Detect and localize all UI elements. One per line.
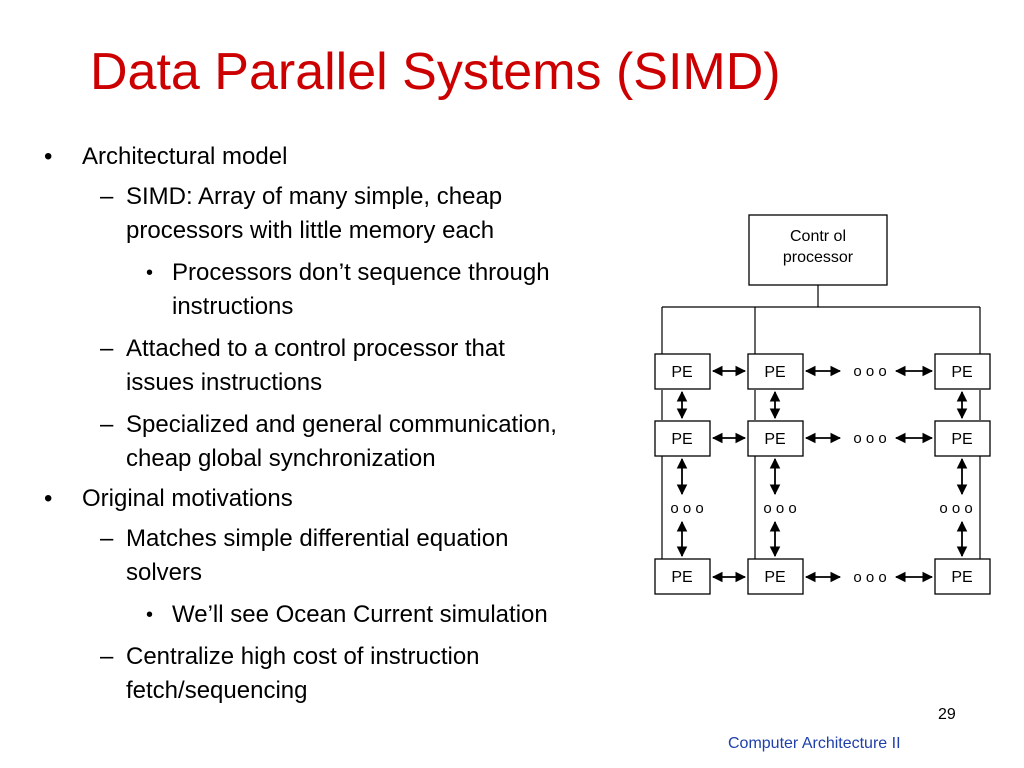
ellipsis: o o o xyxy=(853,430,886,447)
ellipsis: o o o xyxy=(853,569,886,586)
bullet-text: Centralize high cost of instruction xyxy=(126,643,480,670)
bullet-text: Original motivations xyxy=(82,485,293,512)
ellipsis: o o o xyxy=(853,363,886,380)
bullet-text: cheap global synchronization xyxy=(126,445,436,472)
ellipsis: o o o xyxy=(763,500,796,517)
pe-label: PE xyxy=(951,569,972,586)
pe-label: PE xyxy=(951,431,972,448)
pe-box xyxy=(934,353,991,390)
bullet-text: processors with little memory each xyxy=(126,217,495,244)
ellipsis: o o o xyxy=(670,500,703,517)
pe-box xyxy=(654,353,711,390)
control-processor-box: Contr ol processor xyxy=(748,214,888,286)
pe-label: PE xyxy=(764,569,785,586)
control-bus xyxy=(661,285,981,559)
bullet-marker: • xyxy=(146,604,154,626)
bullet-text: Attached to a control processor that xyxy=(126,335,505,362)
bullet-marker: • xyxy=(44,143,53,170)
bullet-text: Matches simple differential equation xyxy=(126,525,509,552)
control-label-line1: Contr ol xyxy=(790,228,846,245)
control-label-line2: processor xyxy=(783,249,854,266)
bullet-marker: – xyxy=(100,525,114,552)
page-number: 29 xyxy=(938,706,956,723)
vertical-links xyxy=(676,390,968,558)
pe-label: PE xyxy=(671,569,692,586)
pe-box xyxy=(747,353,804,390)
bullet-marker: – xyxy=(100,643,114,670)
pe-box xyxy=(934,420,991,457)
course-name: Computer Architecture II xyxy=(728,735,901,752)
bullet-text: Architectural model xyxy=(82,143,288,170)
bullet-text: issues instructions xyxy=(126,369,323,396)
pe-label: PE xyxy=(671,431,692,448)
ellipsis: o o o xyxy=(939,500,972,517)
bullet-marker: • xyxy=(146,262,154,284)
pe-grid xyxy=(654,353,991,595)
slide-title: Data Parallel Systems (SIMD) xyxy=(90,43,781,101)
bullet-marker: – xyxy=(100,335,114,362)
bullet-marker: • xyxy=(44,485,53,512)
bullet-text: fetch/sequencing xyxy=(126,677,308,704)
pe-box xyxy=(934,558,991,595)
pe-box xyxy=(654,558,711,595)
pe-label: PE xyxy=(764,364,785,381)
bullet-list: • Architectural model – SIMD: Array of m… xyxy=(44,143,557,704)
horizontal-links xyxy=(711,365,934,583)
pe-box xyxy=(654,420,711,457)
bullet-text: solvers xyxy=(126,559,203,586)
pe-label: PE xyxy=(764,431,785,448)
bullet-text: Processors don’t sequence through xyxy=(172,259,550,286)
bullet-text: Specialized and general communication, xyxy=(126,411,557,438)
pe-label: PE xyxy=(671,364,692,381)
bullet-text: SIMD: Array of many simple, cheap xyxy=(126,183,503,210)
bullet-text: instructions xyxy=(172,293,294,320)
pe-box xyxy=(747,558,804,595)
bullet-marker: – xyxy=(100,183,114,210)
pe-label: PE xyxy=(951,364,972,381)
bullet-text: We’ll see Ocean Current simulation xyxy=(172,601,548,628)
bullet-marker: – xyxy=(100,411,114,438)
pe-box xyxy=(747,420,804,457)
